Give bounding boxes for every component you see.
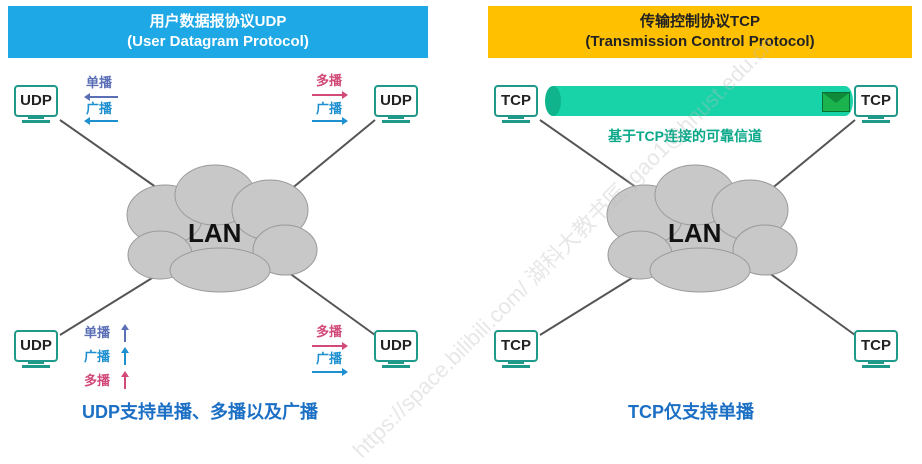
udp-title-banner: 用户数据报协议UDP (User Datagram Protocol) — [8, 6, 428, 58]
tcp-channel-label: 基于TCP连接的可靠信道 — [608, 128, 762, 144]
host-label: TCP — [494, 85, 538, 117]
udp-host-top-left: UDP — [14, 85, 58, 123]
udp-tr-arrows — [312, 91, 348, 125]
tcp-link-bl — [539, 269, 646, 336]
udp-tr-multicast-label: 多播 — [316, 73, 343, 88]
tcp-link-tl — [539, 119, 641, 191]
udp-link-tl — [59, 119, 161, 191]
tcp-subtitle: (Transmission Control Protocol) — [585, 33, 815, 50]
udp-lan-label: LAN — [188, 218, 242, 248]
udp-br-multicast-label: 多播 — [316, 324, 343, 339]
tcp-host-bottom-right: TCP — [854, 330, 898, 368]
tcp-lan-label: LAN — [668, 218, 722, 248]
tcp-host-top-left: TCP — [494, 85, 538, 123]
udp-caption: UDP支持单播、多播以及广播 — [82, 402, 319, 422]
envelope-icon — [822, 92, 850, 112]
udp-bl-unicast-label: 单播 — [84, 325, 111, 340]
udp-bl-multicast-label: 多播 — [84, 373, 111, 388]
host-label: TCP — [494, 330, 538, 362]
udp-bl-broadcast-label: 广播 — [84, 349, 111, 364]
udp-host-bottom-right: UDP — [374, 330, 418, 368]
udp-host-top-right: UDP — [374, 85, 418, 123]
tcp-lan-cloud — [606, 164, 798, 293]
udp-br-broadcast-label: 广播 — [316, 351, 343, 366]
tcp-title: 传输控制协议TCP — [639, 13, 760, 30]
tcp-title-banner: 传输控制协议TCP (Transmission Control Protocol… — [488, 6, 912, 58]
tcp-host-bottom-left: TCP — [494, 330, 538, 368]
udp-link-br — [284, 269, 376, 336]
host-label: TCP — [854, 85, 898, 117]
udp-tl-arrows — [84, 93, 118, 125]
udp-tr-broadcast-label: 广播 — [316, 101, 343, 116]
udp-tl-broadcast-label: 广播 — [86, 101, 113, 116]
host-label: UDP — [374, 330, 418, 362]
tcp-link-tr — [769, 119, 856, 191]
udp-link-tr — [289, 119, 376, 191]
host-label: UDP — [14, 85, 58, 117]
udp-host-bottom-left: UDP — [14, 330, 58, 368]
udp-bl-arrows — [121, 324, 129, 389]
udp-link-bl — [59, 269, 166, 336]
tcp-host-top-right: TCP — [854, 85, 898, 123]
tcp-link-br — [764, 269, 856, 336]
udp-subtitle: (User Datagram Protocol) — [127, 33, 309, 50]
udp-title: 用户数据报协议UDP — [149, 13, 287, 30]
udp-br-arrows — [312, 342, 348, 376]
tcp-reliable-channel — [545, 86, 853, 116]
host-label: UDP — [374, 85, 418, 117]
udp-lan-cloud — [126, 164, 318, 293]
host-label: UDP — [14, 330, 58, 362]
udp-tl-unicast-label: 单播 — [86, 75, 113, 90]
tcp-caption: TCP仅支持单播 — [628, 402, 754, 422]
host-label: TCP — [854, 330, 898, 362]
